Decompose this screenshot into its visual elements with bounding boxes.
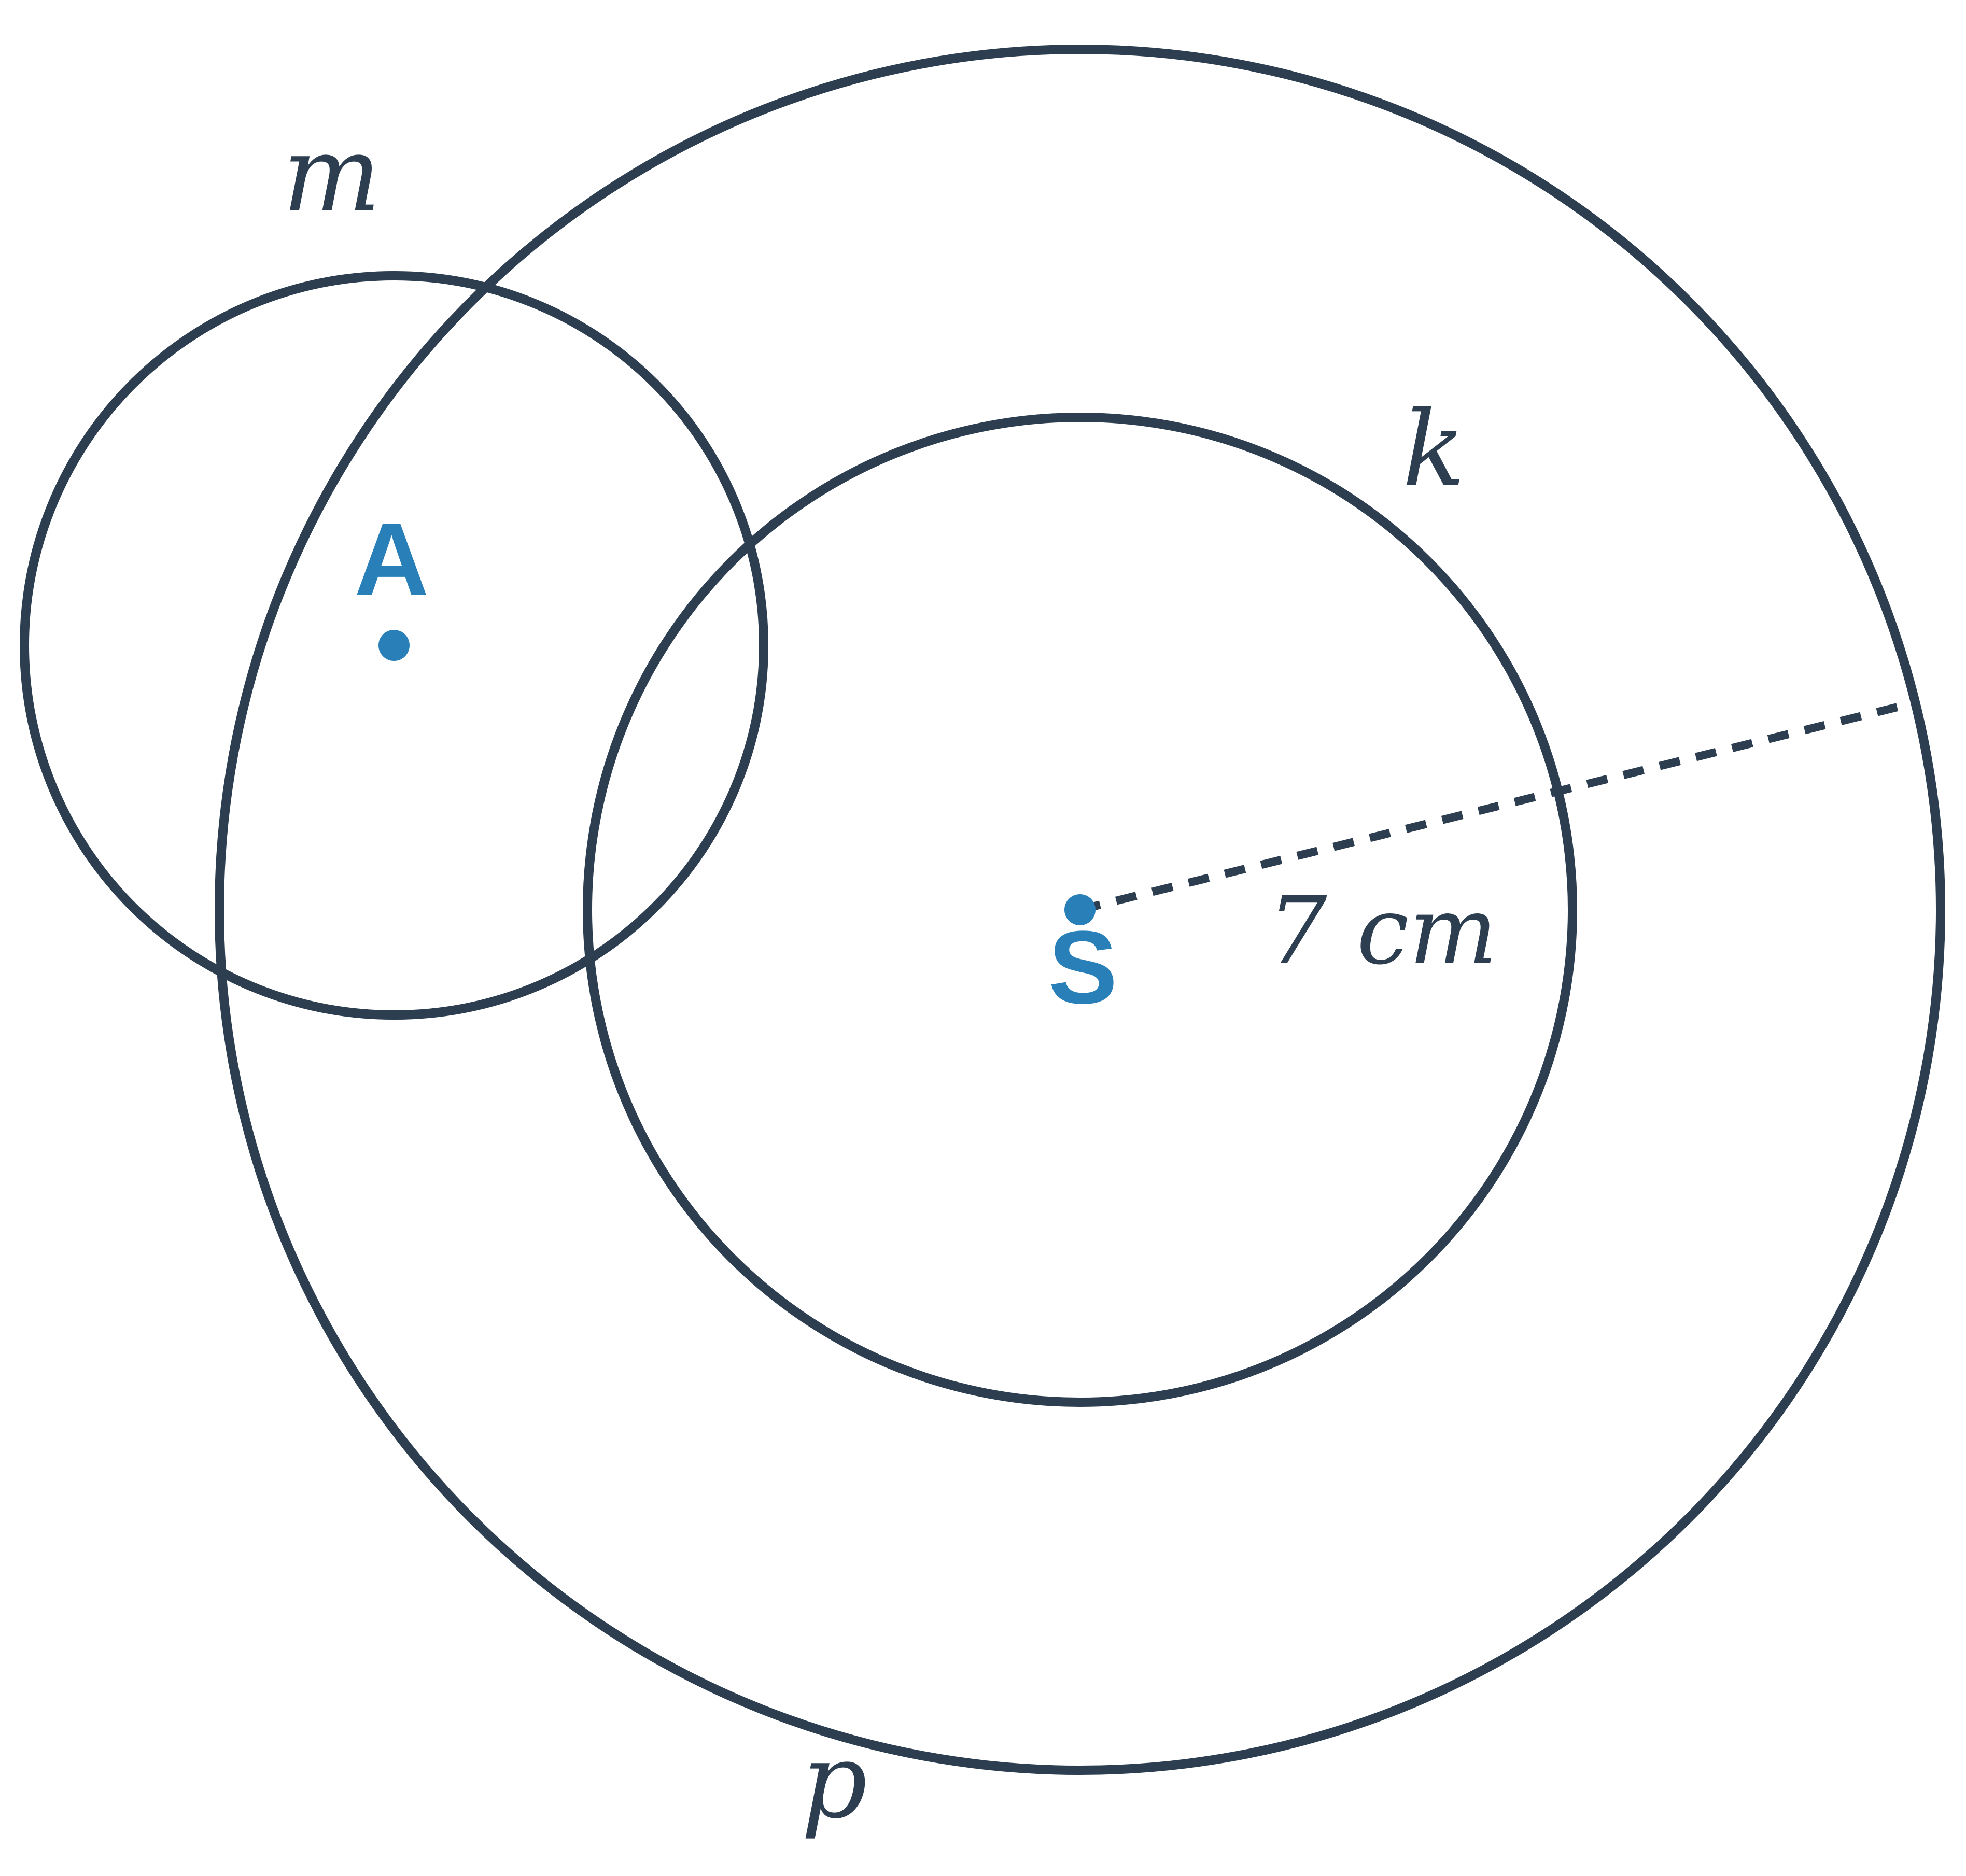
point-s-label: S [1048, 910, 1117, 1025]
radius-length-label: 7 cm [1268, 877, 1497, 985]
circle-m-label: m [283, 114, 381, 235]
circle-k [583, 413, 1577, 1407]
circle-m [20, 271, 768, 1020]
point-s [1064, 894, 1096, 925]
circle-p-label: p [801, 1721, 867, 1842]
circle-k-label: k [1402, 389, 1465, 510]
radius-segment [1079, 702, 1903, 914]
point-a [378, 630, 410, 661]
point-a-label: A [354, 502, 429, 617]
circle-p [215, 45, 1945, 1775]
